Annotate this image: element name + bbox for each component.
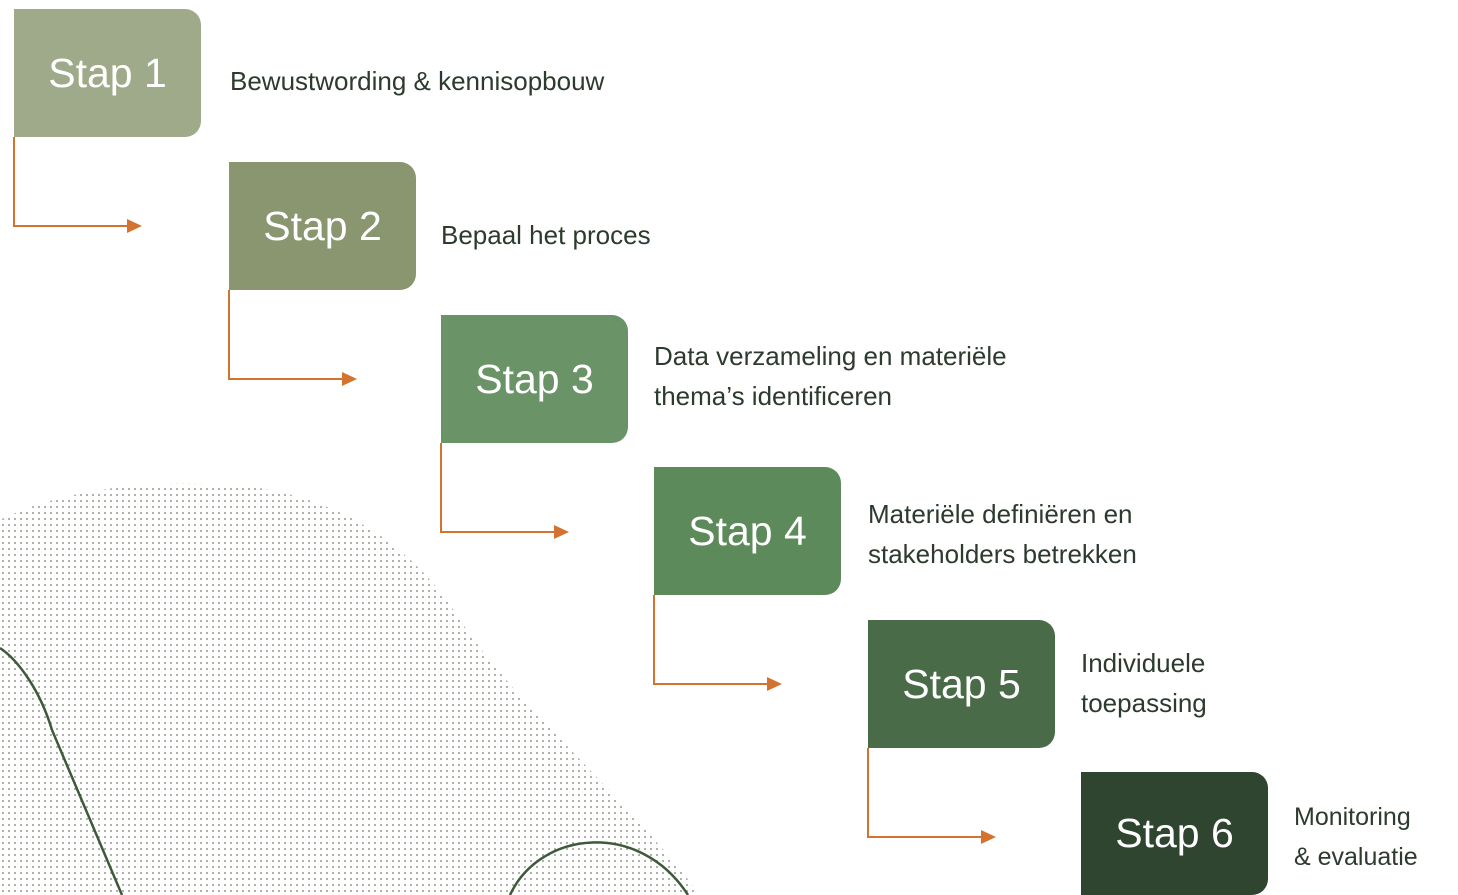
step-5-label: Stap 5 xyxy=(902,660,1021,707)
step-2-description-line: Bepaal het proces xyxy=(441,220,651,250)
step-6-description-line-2: & evaluatie xyxy=(1294,843,1418,871)
step-5-description-line-2: toepassing xyxy=(1081,688,1207,718)
step-1-description-line: Bewustwording & kennisopbouw xyxy=(230,66,605,96)
step-5-description-line-1: Individuele xyxy=(1081,648,1206,678)
step-1-box: Stap 1 xyxy=(14,9,201,137)
step-4-description: Materiële definiëren en stakeholders bet… xyxy=(868,494,1137,574)
step-4-label: Stap 4 xyxy=(688,507,807,554)
step-6-box: Stap 6 xyxy=(1081,772,1268,895)
step-6-label: Stap 6 xyxy=(1115,810,1234,856)
step-3-label: Stap 3 xyxy=(475,355,594,402)
step-5-description: Individuele toepassing xyxy=(1081,643,1207,723)
step-3-description-line-2: thema’s identificeren xyxy=(654,381,892,411)
step-3-box: Stap 3 xyxy=(441,315,628,443)
step-3-description: Data verzameling en materiële thema’s id… xyxy=(654,336,1007,416)
connector-line-2 xyxy=(228,290,342,380)
dotted-blob xyxy=(0,483,700,895)
wave-line xyxy=(0,646,124,895)
connector-arrow-5 xyxy=(981,830,996,844)
step-1-label: Stap 1 xyxy=(48,49,167,96)
connector-arrow-4 xyxy=(767,677,782,691)
step-3-description-line-1: Data verzameling en materiële xyxy=(654,341,1007,371)
wave-arc xyxy=(508,841,690,895)
step-6-description: Monitoring & evaluatie xyxy=(1294,797,1418,877)
connector-line-3 xyxy=(440,443,554,533)
step-2-box: Stap 2 xyxy=(229,162,416,290)
connector-line-4 xyxy=(653,595,767,685)
step-2-label: Stap 2 xyxy=(263,202,382,249)
step-4-box: Stap 4 xyxy=(654,467,841,595)
step-4-description-line-2: stakeholders betrekken xyxy=(868,539,1137,569)
step-2-description: Bepaal het proces xyxy=(441,215,651,255)
connector-arrow-2 xyxy=(342,372,357,386)
connector-line-1 xyxy=(13,137,127,227)
step-1-description: Bewustwording & kennisopbouw xyxy=(230,61,604,101)
connector-arrow-3 xyxy=(554,525,569,539)
step-4-description-line-1: Materiële definiëren en xyxy=(868,499,1133,529)
connector-arrow-1 xyxy=(127,219,142,233)
step-6-description-line-1: Monitoring xyxy=(1294,803,1411,831)
connector-line-5 xyxy=(867,748,981,838)
step-5-box: Stap 5 xyxy=(868,620,1055,748)
